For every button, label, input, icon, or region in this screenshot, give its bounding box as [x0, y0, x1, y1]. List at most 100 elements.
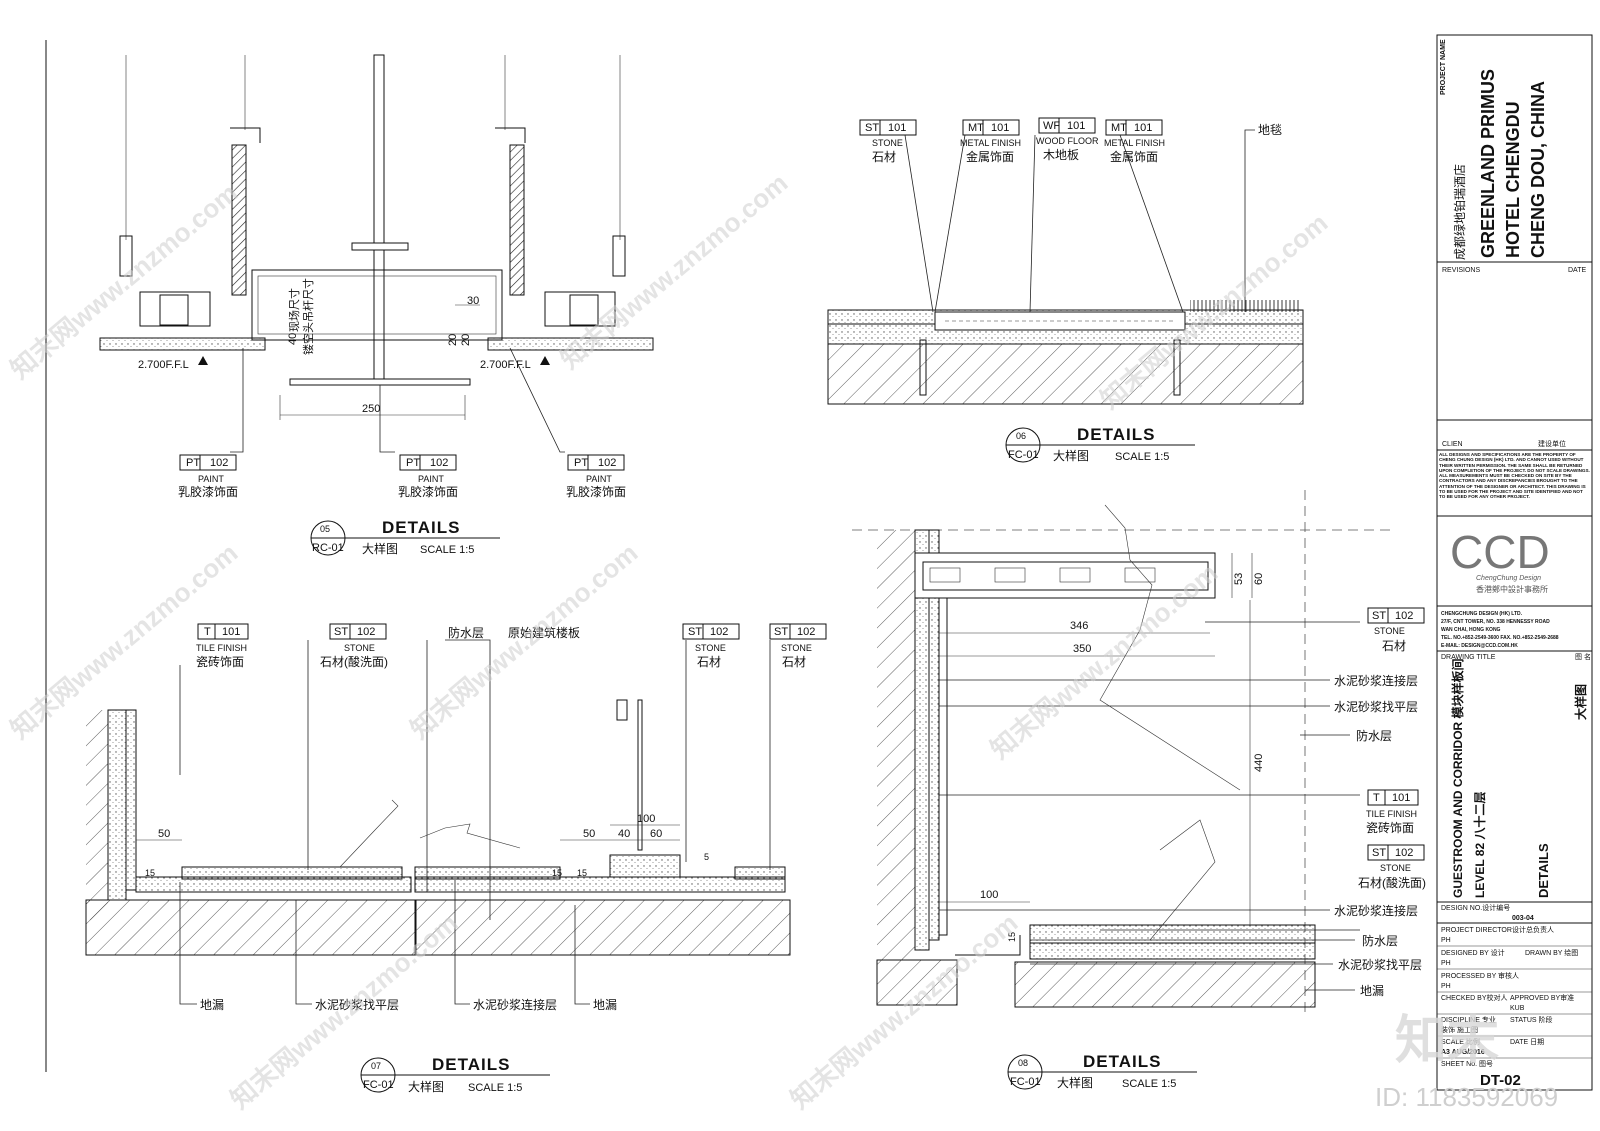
logo-subtitle: ChengChung Design — [1476, 575, 1541, 582]
svg-text:PROJECT DIRECTOR: PROJECT DIRECTOR — [1441, 927, 1512, 934]
svg-text:102: 102 — [357, 626, 375, 638]
level-mark-left: 2.700F.F.L — [138, 359, 189, 371]
svg-text:PT: PT — [406, 457, 420, 469]
label-bonding-layer-b: 水泥砂浆连接层 — [1334, 903, 1418, 918]
svg-text:08: 08 — [1018, 1058, 1028, 1068]
material-tag-st101: ST 101 STONE 石材 — [859, 119, 917, 164]
svg-text:STONE: STONE — [695, 643, 726, 653]
detail-title-05: 05 RC-01 DETAILS 大样图 SCALE 1:5 — [310, 518, 500, 556]
svg-text:RC-01: RC-01 — [312, 542, 344, 554]
svg-text:设计总负责人: 设计总负责人 — [1512, 925, 1554, 934]
svg-text:DESIGNED BY 设计: DESIGNED BY 设计 — [1441, 948, 1505, 957]
watermark-text: 知末网www.znzmo.com — [555, 167, 794, 374]
dim-40: 40 — [287, 333, 299, 345]
project-line-3: CHENG DOU, CHINA — [1528, 81, 1548, 258]
dim-100: 100 — [637, 813, 655, 825]
svg-text:T: T — [204, 626, 211, 638]
svg-text:PT: PT — [186, 457, 200, 469]
svg-text:石材: 石材 — [872, 150, 896, 164]
svg-text:T: T — [1373, 792, 1380, 804]
dim-50-right: 50 — [583, 828, 595, 840]
label-waterproof: 防水层 — [448, 625, 484, 640]
svg-text:SCALE 1:5: SCALE 1:5 — [1115, 451, 1169, 463]
material-tag-mt101-right: MT 101 METAL FINISH 金属饰面 — [1104, 119, 1165, 164]
material-tag-st102-a: ST 102 STONE 石材(酸洗面) — [320, 623, 388, 669]
svg-text:METAL FINISH: METAL FINISH — [960, 138, 1021, 148]
vertical-dim-site: 现场尺寸 — [287, 288, 301, 332]
svg-text:CHECKED BY校对人: CHECKED BY校对人 — [1441, 993, 1508, 1002]
svg-text:ST: ST — [774, 626, 788, 638]
label-waterproof-a: 防水层 — [1356, 728, 1392, 743]
svg-text:101: 101 — [1067, 120, 1085, 132]
svg-text:TILE FINISH: TILE FINISH — [196, 643, 247, 653]
svg-text:FC-01: FC-01 — [1008, 449, 1039, 461]
svg-text:石材: 石材 — [697, 655, 721, 669]
project-name-cn: 成都绿地铂瑞酒店 — [1452, 164, 1467, 260]
svg-text:乳胶漆饰面: 乳胶漆饰面 — [398, 484, 458, 499]
svg-text:PROCESSED BY 审核人: PROCESSED BY 审核人 — [1441, 971, 1519, 980]
material-tag-st102-c: ST 102 STONE 石材 — [769, 623, 827, 669]
svg-text:102: 102 — [1395, 847, 1413, 859]
dim-15-a: 15 — [145, 868, 155, 878]
dim-15-b: 15 — [552, 868, 562, 878]
svg-text:石材(酸洗面): 石材(酸洗面) — [320, 654, 388, 669]
design-no: 003-04 — [1512, 915, 1534, 922]
detail-08: 346 350 53 60 440 100 15 ST 102 STONE 石材 — [852, 490, 1426, 1090]
revisions-label: REVISIONS — [1442, 267, 1480, 274]
drawing-title-line-1: GUESTROOM AND CORRIDOR 模块样板间 — [1450, 658, 1465, 898]
label-waterproof-b: 防水层 — [1362, 933, 1398, 948]
svg-text:木地板: 木地板 — [1043, 148, 1079, 162]
svg-text:WOOD FLOOR: WOOD FLOOR — [1036, 136, 1099, 146]
svg-text:瓷砖饰面: 瓷砖饰面 — [1366, 820, 1414, 835]
svg-text:STONE: STONE — [872, 138, 903, 148]
dim-20b: 20 — [460, 334, 472, 346]
dim-30: 30 — [467, 295, 479, 307]
material-tag-pt102-right: PT 102 PAINT 乳胶漆饰面 — [566, 454, 626, 499]
label-bonding: 水泥砂浆连接层 — [473, 997, 557, 1012]
dim-15-c: 15 — [577, 868, 587, 878]
dim-100: 100 — [980, 889, 998, 901]
material-tag-t101: T 101 TILE FINISH 瓷砖饰面 — [196, 623, 249, 669]
svg-text:装饰 施工图: 装饰 施工图 — [1441, 1025, 1478, 1034]
svg-text:大样图: 大样图 — [362, 541, 398, 556]
drawing-title-label: DRAWING TITLE — [1441, 654, 1496, 661]
dim-20a: 20 — [447, 334, 459, 346]
drawing-title-en: DETAILS — [1536, 843, 1551, 898]
svg-text:SCALE 比例: SCALE 比例 — [1441, 1037, 1480, 1046]
svg-text:金属饰面: 金属饰面 — [966, 149, 1014, 164]
dim-60: 60 — [650, 828, 662, 840]
drawing-title-line-2: LEVEL 82 八十二层 — [1472, 792, 1487, 898]
dim-250: 250 — [362, 403, 380, 415]
svg-text:石材: 石材 — [1382, 639, 1406, 653]
detail-06: ST 101 STONE 石材 MT 101 METAL FINISH 金属饰面… — [827, 117, 1304, 463]
label-floor-drain-a: 地漏 — [200, 998, 224, 1012]
detail-07: 50 15 15 50 15 100 40 60 5 T 101 TILE FI… — [85, 623, 827, 1094]
watermarks: 知末网www.znzmo.com 知末网www.znzmo.com 知末网www… — [5, 167, 1559, 1114]
legal-note: ALL DESIGNS AND SPECIFICATIONS ARE THE P… — [1439, 452, 1590, 500]
label-screed: 水泥砂浆找平层 — [315, 997, 399, 1012]
svg-text:SHEET No. 图号: SHEET No. 图号 — [1441, 1060, 1493, 1068]
vertical-dim-rod: 镂空头吊杆尺寸 — [301, 278, 315, 355]
material-tag-st102-top: ST 102 STONE 石材 — [1367, 607, 1425, 653]
svg-text:PAINT: PAINT — [198, 474, 224, 484]
svg-text:102: 102 — [710, 626, 728, 638]
svg-text:大样图: 大样图 — [1053, 448, 1089, 463]
svg-text:06: 06 — [1016, 431, 1026, 441]
dim-5: 5 — [704, 852, 709, 862]
svg-text:DETAILS: DETAILS — [1077, 425, 1155, 444]
label-floor-drain: 地漏 — [1360, 984, 1384, 998]
logo-cn: 香港鄭中設計事務所 — [1476, 584, 1548, 594]
svg-text:METAL FINISH: METAL FINISH — [1104, 138, 1165, 148]
company-line-5: E-MAIL: DESIGN@CCD.COM.HK — [1441, 643, 1518, 649]
material-tag-pt102-center: PT 102 PAINT 乳胶漆饰面 — [398, 454, 458, 499]
project-name-label: PROJECT NAME — [1440, 39, 1447, 95]
svg-text:STONE: STONE — [781, 643, 812, 653]
watermark-id: ID: 1183592069 — [1375, 1082, 1558, 1112]
svg-text:07: 07 — [371, 1061, 381, 1071]
svg-text:大样图: 大样图 — [1057, 1075, 1093, 1090]
svg-text:APPROVED BY审准: APPROVED BY审准 — [1510, 993, 1574, 1002]
company-line-2: 27/F, CNT TOWER, NO. 338 HENNESSY ROAD — [1441, 619, 1550, 625]
dim-346: 346 — [1070, 620, 1088, 632]
svg-text:102: 102 — [210, 457, 228, 469]
material-tag-pt102-left: PT 102 PAINT 乳胶漆饰面 — [178, 454, 238, 499]
